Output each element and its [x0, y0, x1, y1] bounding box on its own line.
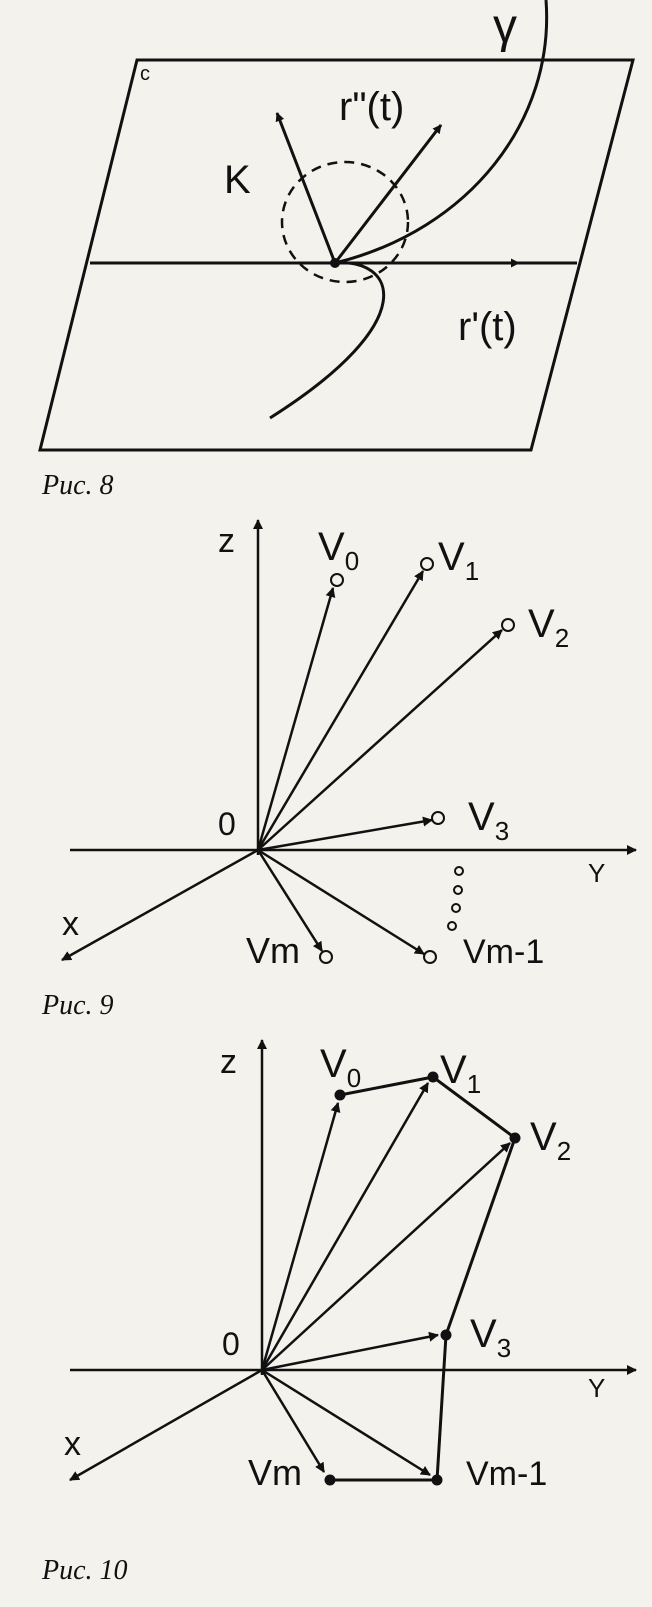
- vector-vm: [260, 1369, 326, 1473]
- v1-label: V1: [440, 1048, 481, 1099]
- vector-vm-1: [261, 1368, 431, 1477]
- point-v1: [427, 1071, 439, 1083]
- v2-label: V2: [528, 602, 569, 653]
- point-v1: [420, 557, 434, 571]
- vector-v2: [261, 1142, 511, 1371]
- origin-label: 0: [222, 1326, 240, 1362]
- point-vm: [324, 1474, 336, 1486]
- x-axis: [61, 848, 259, 962]
- osculating-plane: [38, 58, 635, 452]
- v1-label: V1: [438, 535, 479, 586]
- r-prime-label: r'(t): [458, 305, 517, 349]
- second-derivative-arrow: [333, 124, 443, 264]
- v0-label: V0: [318, 525, 359, 576]
- curvature-vector-arrow: [275, 112, 337, 264]
- polygon-outline: [330, 1075, 517, 1482]
- r-double-prime-label: r"(t): [339, 85, 404, 129]
- figure-9: z 0 Y x V0 V1 V2 V3 Vm Vm-1: [0, 500, 652, 990]
- figure-8: γ c K r"(t) r'(t): [0, 0, 652, 470]
- figure-8-caption: Рис. 8: [42, 470, 114, 501]
- point-vm-1: [423, 950, 437, 964]
- point-vm: [319, 950, 333, 964]
- curve-gamma-upper: [334, 0, 549, 265]
- vector-v0: [256, 587, 336, 851]
- vector-v1: [260, 1082, 430, 1371]
- origin-label: 0: [218, 806, 236, 842]
- vm-1-label: Vm-1: [463, 933, 544, 971]
- curve-gamma-lower: [269, 261, 386, 420]
- y-axis-label: Y: [588, 858, 605, 888]
- vm-label: Vm: [248, 1452, 302, 1493]
- vm-1-label: Vm-1: [466, 1455, 547, 1493]
- gamma-label: γ: [493, 0, 517, 53]
- v3-label: V3: [470, 1312, 511, 1363]
- v2-label: V2: [530, 1115, 571, 1166]
- point-v2: [501, 618, 515, 632]
- curve-point: [330, 258, 340, 268]
- figure-10-caption: Рис. 10: [42, 1555, 128, 1586]
- vector-v3: [261, 1331, 439, 1372]
- osculating-circle: [280, 160, 410, 284]
- vm-label: Vm: [246, 930, 300, 971]
- ellipsis-dot-2: [453, 885, 463, 895]
- figure-10-drawing: z 0 Y x V0 V1 V2 V3 Vm Vm-1: [64, 1039, 637, 1493]
- figure-9-drawing: z 0 Y x V0 V1 V2 V3 Vm Vm-1: [61, 519, 637, 971]
- vector-v3: [257, 816, 433, 852]
- point-v3: [431, 811, 445, 825]
- v0-label: V0: [320, 1042, 361, 1093]
- figure-8-drawing: γ c K r"(t) r'(t): [38, 0, 635, 452]
- ellipsis-dot-3: [451, 903, 461, 913]
- x-axis-label: x: [62, 905, 79, 943]
- vector-vm-1: [257, 848, 425, 956]
- ellipsis-dot-1: [454, 866, 464, 876]
- z-axis-label: z: [220, 1043, 237, 1081]
- figure-10: z 0 Y x V0 V1 V2 V3 Vm Vm-1: [0, 1035, 652, 1555]
- x-axis-label: x: [64, 1425, 81, 1463]
- point-v3: [440, 1329, 452, 1341]
- plane-label-c: c: [140, 63, 150, 85]
- v3-label: V3: [468, 795, 509, 846]
- k-label: K: [224, 158, 251, 202]
- point-v0: [330, 573, 344, 587]
- vector-v2: [257, 629, 503, 851]
- z-axis-label: z: [218, 522, 235, 560]
- x-axis: [69, 1368, 263, 1482]
- ellipsis-dot-4: [447, 921, 457, 931]
- point-v0: [334, 1089, 346, 1101]
- vector-vm: [256, 849, 324, 952]
- vector-v0: [260, 1102, 341, 1371]
- y-axis-label: Y: [588, 1373, 605, 1403]
- vector-v1: [256, 570, 425, 851]
- point-v2: [509, 1132, 521, 1144]
- figure-9-caption: Рис. 9: [42, 990, 114, 1021]
- point-vm-1: [431, 1474, 443, 1486]
